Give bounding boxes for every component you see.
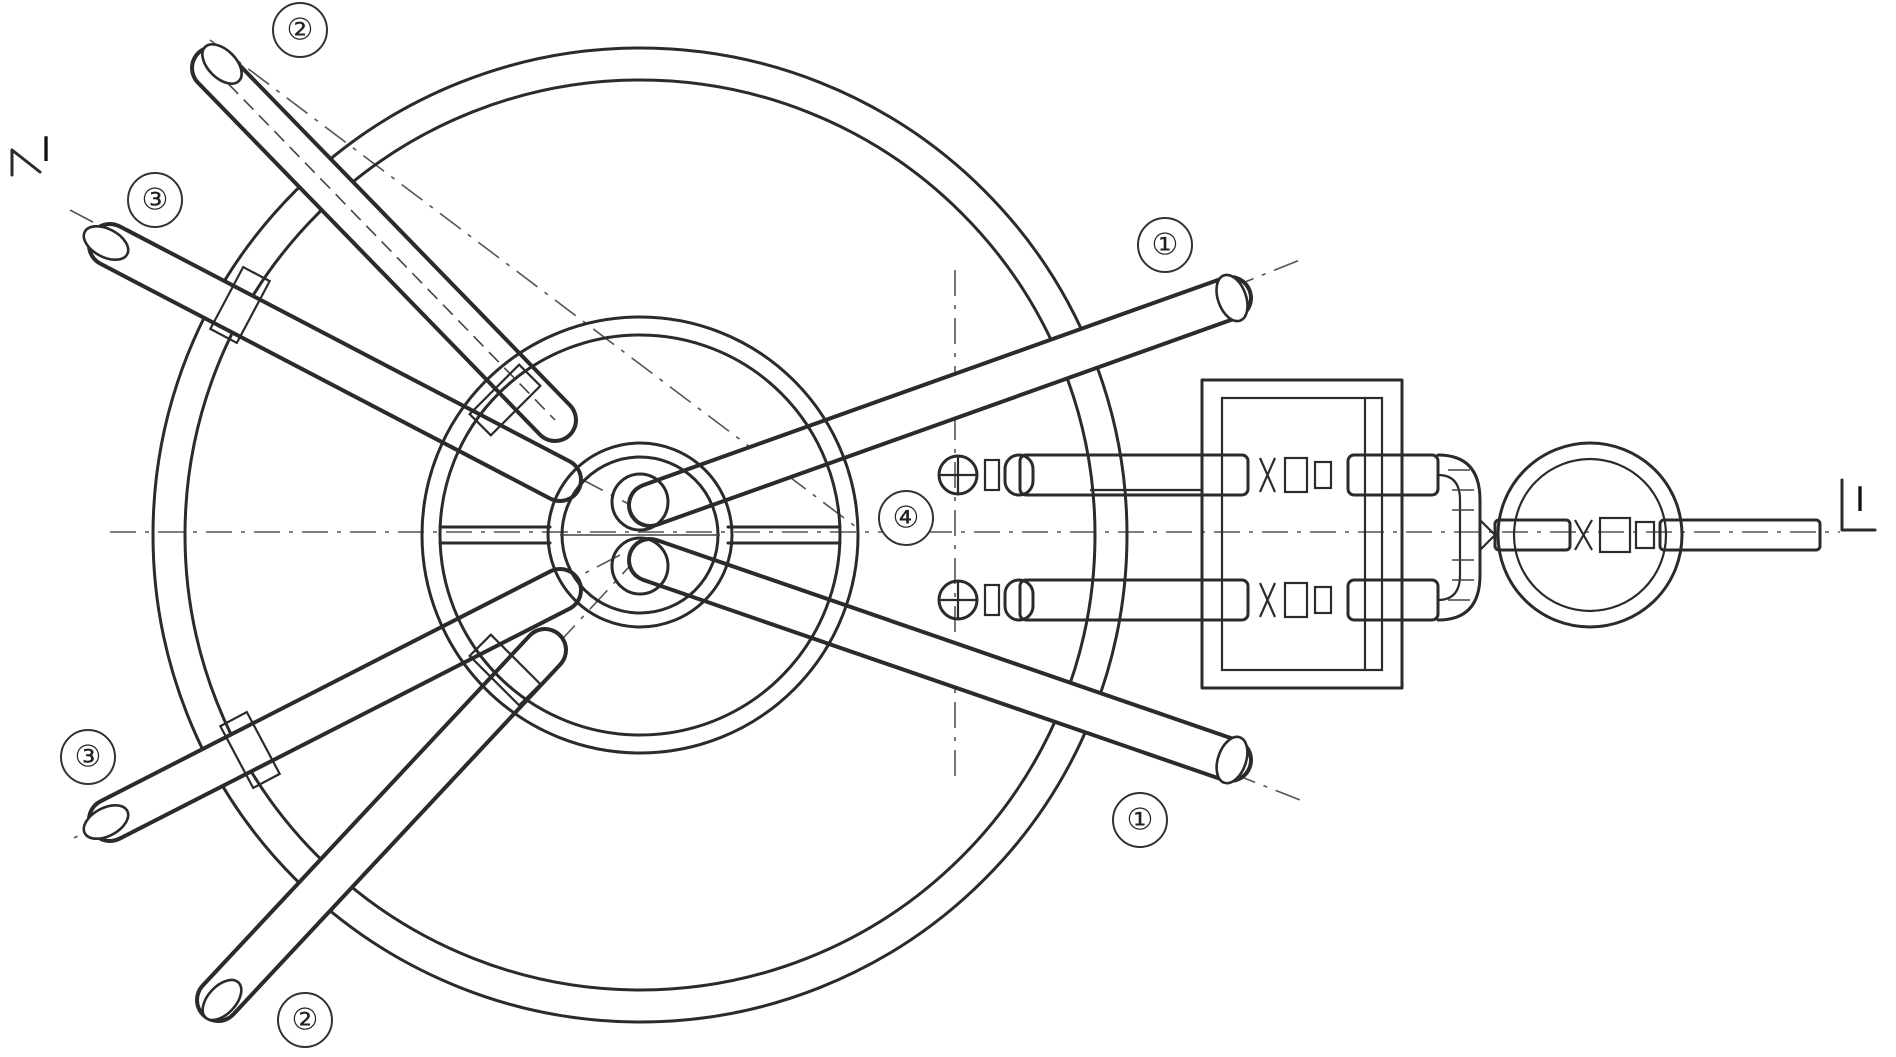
outer-tank <box>151 46 1129 1024</box>
pump-housing-inner <box>1220 396 1384 672</box>
pipe-3-lower-fill <box>91 571 579 839</box>
lower-suction-pipe <box>1018 578 1250 622</box>
pipe-2-upper-axis <box>212 67 556 421</box>
callout-4: ④ <box>893 501 920 536</box>
callout-1-upper: ① <box>1152 228 1179 263</box>
section-marks: I I <box>10 130 1877 532</box>
outer-ring-outer <box>151 46 1129 1024</box>
callouts: ① ① ② ② ③ ③ ④ <box>60 2 1193 1048</box>
outlet-check-valve <box>1598 516 1632 554</box>
upper-pipe-end <box>1003 453 1035 497</box>
pump-housing-outer <box>1200 378 1404 690</box>
upper-valve-icon <box>1258 457 1277 493</box>
callout-3-upper: ③ <box>142 183 169 218</box>
callout-1-lower: ① <box>1127 803 1154 838</box>
wall-clamps <box>208 265 542 790</box>
callout-3-lower-ring <box>60 729 116 785</box>
receiver-vessel-outer <box>1496 441 1684 629</box>
upper-coupling <box>1313 460 1333 490</box>
callout-1-upper-ring <box>1137 217 1193 273</box>
inner-ring-inner <box>438 333 842 737</box>
pipe-2-lower-cap <box>201 978 243 1022</box>
pipe-2-lower-fill <box>199 631 564 1019</box>
pipe-1-lower-fill <box>631 541 1249 779</box>
section-mark-left-arrow <box>10 148 42 177</box>
clamp-pipe-3-lower <box>218 710 282 790</box>
upper-suction-pipe <box>1018 453 1250 497</box>
manifold-bend-inner <box>1437 473 1462 602</box>
callout-1-lower-ring <box>1112 792 1168 848</box>
pipe-3-upper-fill <box>91 226 579 499</box>
upper-discharge-pipe <box>1346 453 1440 497</box>
callout-3-upper-ring <box>127 172 183 228</box>
lower-check-valve <box>1283 581 1309 619</box>
hub-port-lower <box>610 536 670 596</box>
pipe-1-lower-cap <box>1215 735 1249 785</box>
callout-4-ring <box>878 490 934 546</box>
outlet-coupling <box>1634 520 1656 550</box>
callout-2-lower-ring <box>277 992 333 1048</box>
manifold-bend-outer <box>1436 453 1482 622</box>
manifold-tee <box>1479 519 1497 551</box>
inner-chamber <box>420 315 860 755</box>
outlet-pipe-b <box>1658 518 1822 552</box>
pipes <box>82 43 1253 1023</box>
callout-2-upper: ② <box>287 13 314 48</box>
lower-valve-icon <box>1258 582 1277 618</box>
lower-discharge-pipe <box>1346 578 1440 622</box>
lower-coupling <box>1313 585 1333 615</box>
upper-check-valve <box>1283 456 1309 494</box>
clamp-pipe-2-upper-inner <box>468 363 542 437</box>
pipe-1-upper-cap <box>1215 273 1249 323</box>
receiver-vessel-inner <box>1512 457 1668 613</box>
hub-ring-outer <box>546 441 734 629</box>
hub-port-upper <box>610 472 670 532</box>
pipe-1-upper-fill <box>631 279 1249 524</box>
manifold-hatching <box>1448 469 1474 601</box>
inner-ring-outer <box>420 315 860 755</box>
callout-2-upper-ring <box>272 2 328 58</box>
pump-assembly <box>937 378 1822 690</box>
callout-3-lower: ③ <box>75 740 102 775</box>
clamp-pipe-2-lower-inner <box>468 633 542 707</box>
upper-flange <box>983 458 1001 492</box>
outlet-valve-icon <box>1574 519 1593 551</box>
section-mark-right-label: I <box>1855 480 1865 520</box>
pipe-2-upper-cap <box>201 43 243 85</box>
section-mark-left-label: I <box>41 130 51 170</box>
pipe-3-lower-cap <box>82 803 130 841</box>
lower-pipe-end <box>1003 578 1035 622</box>
callout-2-lower: ② <box>292 1003 319 1038</box>
outer-ring-inner <box>183 78 1097 992</box>
lower-flange <box>983 583 1001 617</box>
centerline-pipe-2-lower <box>209 554 641 1021</box>
outlet-pipe-a <box>1493 518 1572 552</box>
pipe-3-upper-cap <box>82 224 130 262</box>
section-mark-right-arrow <box>1840 478 1877 532</box>
clamp-pipe-3-upper <box>208 265 272 345</box>
